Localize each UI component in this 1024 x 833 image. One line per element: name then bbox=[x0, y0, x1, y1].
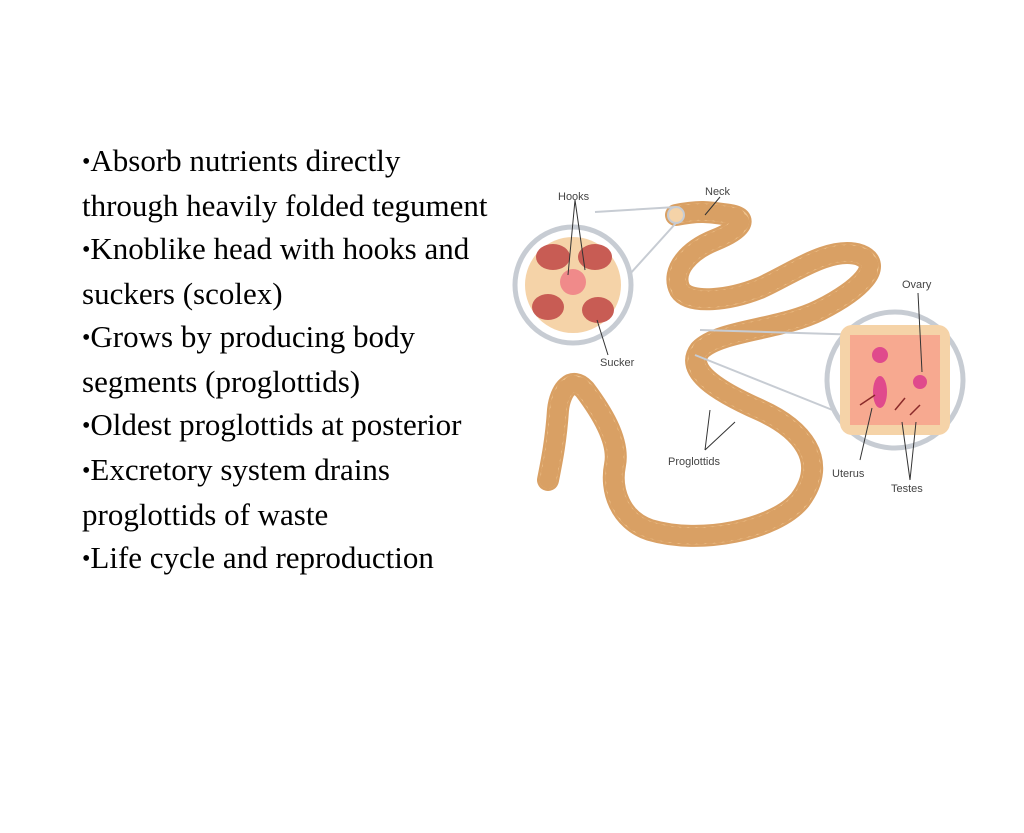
bullet-text: Life cycle and reproduction bbox=[90, 540, 434, 575]
tapeworm-diagram: Hooks Neck Sucker Ovary Proglottids Uter… bbox=[500, 160, 980, 580]
bullet-icon: • bbox=[82, 546, 91, 572]
bullet-item: •Oldest proglottids at posterior bbox=[82, 403, 502, 448]
bullet-list: •Absorb nutrients directly through heavi… bbox=[82, 139, 502, 581]
label-uterus: Uterus bbox=[832, 468, 865, 480]
sucker-shape bbox=[536, 244, 570, 270]
bullet-text: Oldest proglottids at posterior bbox=[90, 407, 462, 442]
label-hooks: Hooks bbox=[558, 191, 590, 203]
bullet-icon: • bbox=[82, 458, 91, 484]
scolex-small bbox=[667, 206, 685, 224]
bullet-item: •Knoblike head with hooks and suckers (s… bbox=[82, 227, 502, 315]
bullet-icon: • bbox=[82, 325, 91, 351]
label-proglottids: Proglottids bbox=[668, 456, 720, 468]
sucker-shape bbox=[532, 294, 564, 320]
uterus-shape bbox=[873, 376, 887, 408]
proglottid-connector bbox=[694, 329, 866, 416]
label-testes: Testes bbox=[891, 483, 923, 495]
bullet-text: Absorb nutrients directly through heavil… bbox=[82, 143, 488, 223]
bullet-text: Excretory system drains proglottids of w… bbox=[82, 452, 390, 532]
label-sucker: Sucker bbox=[600, 357, 635, 369]
bullet-item: •Absorb nutrients directly through heavi… bbox=[82, 139, 502, 227]
bullet-text: Knoblike head with hooks and suckers (sc… bbox=[82, 231, 470, 311]
bullet-item: •Life cycle and reproduction bbox=[82, 536, 502, 581]
label-ovary: Ovary bbox=[902, 279, 932, 291]
sucker-shape bbox=[578, 244, 612, 270]
label-neck: Neck bbox=[705, 186, 731, 198]
leader-lines bbox=[567, 196, 923, 481]
testes-shape bbox=[859, 394, 921, 416]
bullet-icon: • bbox=[82, 237, 91, 263]
bullet-item: •Grows by producing body segments (progl… bbox=[82, 315, 502, 403]
sucker-shape bbox=[582, 297, 614, 323]
proglottid-inset bbox=[824, 309, 966, 451]
bullet-text: Grows by producing body segments (proglo… bbox=[82, 319, 416, 399]
bullet-icon: • bbox=[82, 149, 91, 175]
ovary-shape bbox=[913, 375, 927, 389]
bullet-icon: • bbox=[82, 413, 91, 439]
tapeworm-illustration: Hooks Neck Sucker Ovary Proglottids Uter… bbox=[512, 186, 966, 547]
hooks-crown bbox=[560, 269, 586, 295]
ovary-shape bbox=[872, 347, 888, 363]
bullet-item: •Excretory system drains proglottids of … bbox=[82, 448, 502, 536]
scolex-inset bbox=[512, 224, 634, 346]
